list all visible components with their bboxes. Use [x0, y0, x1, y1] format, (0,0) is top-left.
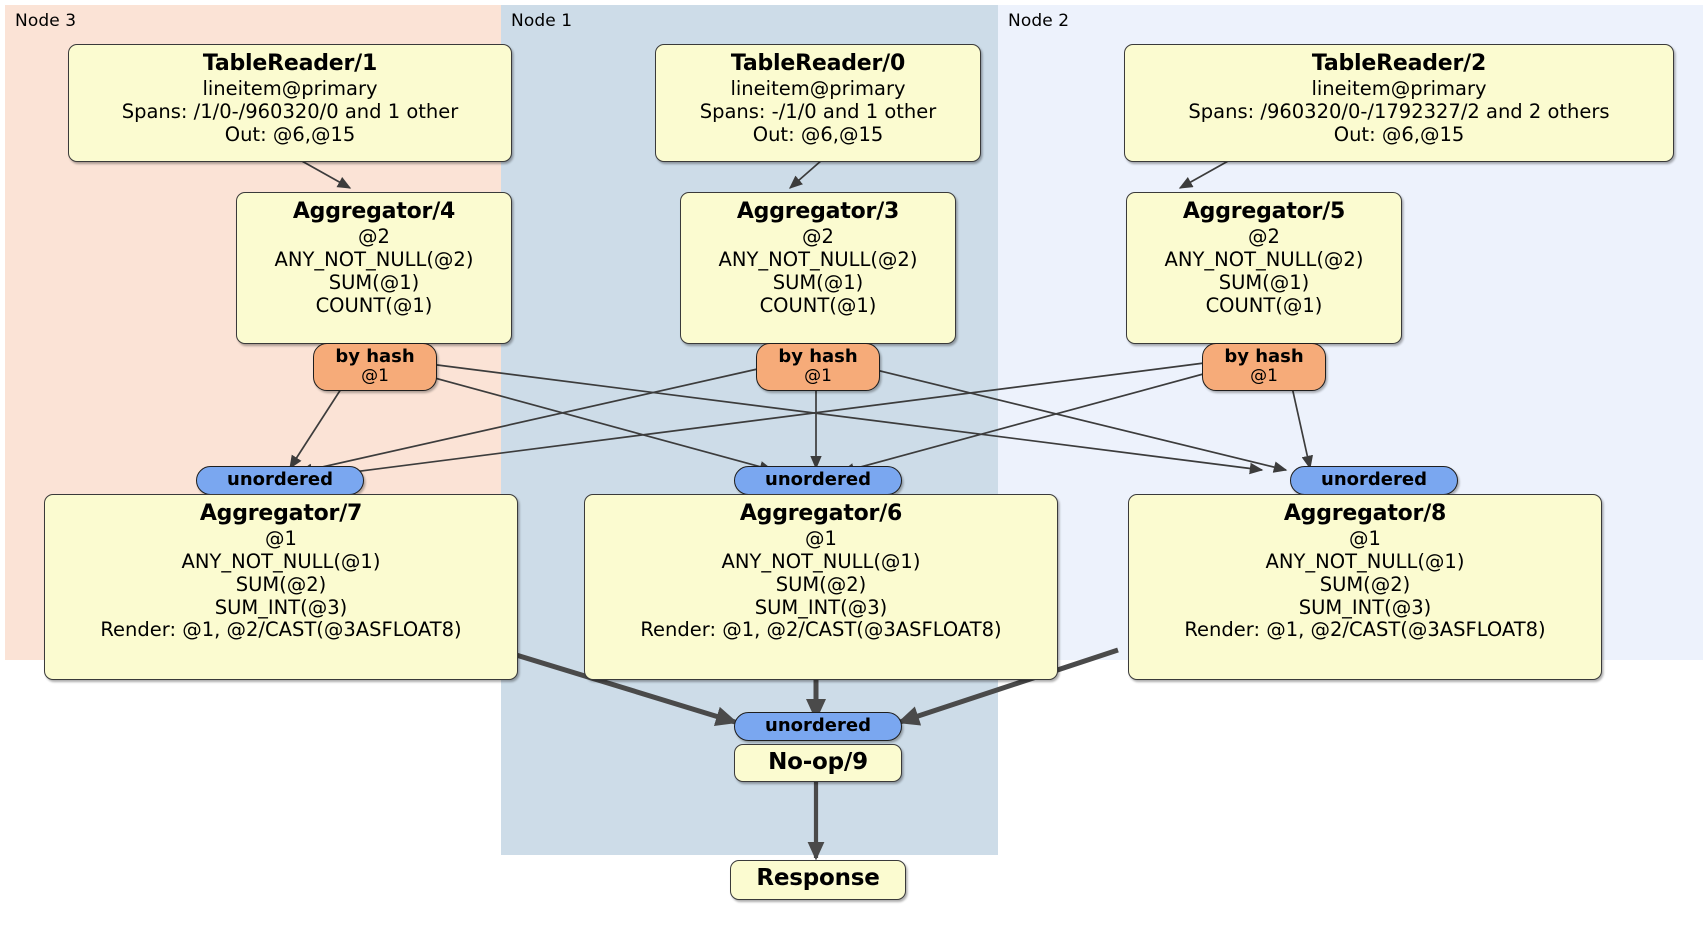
- processor-response[interactable]: Response: [730, 860, 906, 900]
- processor-line-groupcol: @1: [265, 527, 297, 551]
- processor-aggregator-7[interactable]: Aggregator/7 @1 ANY_NOT_NULL(@1) SUM(@2)…: [44, 494, 518, 680]
- router-label: unordered: [765, 469, 871, 490]
- processor-title: Aggregator/8: [1283, 501, 1447, 526]
- processor-line-agg1: ANY_NOT_NULL(@1): [721, 549, 921, 573]
- processor-noop-9[interactable]: No-op/9: [734, 744, 902, 782]
- processor-line-agg3: SUM_INT(@3): [754, 595, 888, 619]
- processor-line-agg1: ANY_NOT_NULL(@1): [181, 549, 381, 573]
- processor-line-agg2: SUM(@2): [1319, 572, 1411, 596]
- router-by-hash-aggregator4[interactable]: by hash @1: [313, 343, 437, 392]
- processor-title: Response: [756, 865, 880, 891]
- processor-line-agg3: COUNT(@1): [315, 293, 433, 317]
- router-label: by hash: [335, 346, 415, 367]
- processor-line-spans: Spans: /960320/0-/1792327/2 and 2 others: [1188, 99, 1610, 123]
- processor-title: TableReader/1: [202, 51, 378, 76]
- processor-line-spans: Spans: -/1/0 and 1 other: [699, 99, 937, 123]
- router-label: by hash: [778, 346, 858, 367]
- processor-tablereader-0[interactable]: TableReader/0 lineitem@primary Spans: -/…: [655, 44, 981, 162]
- router-unordered-aggregator8[interactable]: unordered: [1290, 466, 1458, 496]
- router-detail: @1: [361, 366, 389, 387]
- processor-line-render: Render: @1, @2/CAST(@3ASFLOAT8): [100, 618, 462, 642]
- processor-line-agg3: COUNT(@1): [1205, 293, 1323, 317]
- processor-line-out: Out: @6,@15: [752, 122, 884, 146]
- processor-line-out: Out: @6,@15: [1333, 122, 1465, 146]
- processor-line-render: Render: @1, @2/CAST(@3ASFLOAT8): [1184, 618, 1546, 642]
- processor-line-groupcol: @2: [358, 225, 390, 249]
- processor-line-agg3: COUNT(@1): [759, 293, 877, 317]
- processor-line-groupcol: @2: [802, 225, 834, 249]
- processor-line-table: lineitem@primary: [730, 77, 906, 101]
- processor-line-groupcol: @2: [1248, 225, 1280, 249]
- node-panel-label-node2: Node 2: [1008, 11, 1070, 31]
- router-unordered-aggregator6[interactable]: unordered: [734, 466, 902, 496]
- processor-aggregator-5[interactable]: Aggregator/5 @2 ANY_NOT_NULL(@2) SUM(@1)…: [1126, 192, 1402, 344]
- router-unordered-final[interactable]: unordered: [734, 712, 902, 742]
- router-by-hash-aggregator5[interactable]: by hash @1: [1202, 343, 1326, 392]
- router-label: by hash: [1224, 346, 1304, 367]
- processor-line-agg2: SUM(@1): [772, 270, 864, 294]
- processor-title: Aggregator/6: [739, 501, 903, 526]
- router-label: unordered: [1321, 469, 1427, 490]
- processor-line-agg2: SUM(@2): [775, 572, 867, 596]
- processor-line-spans: Spans: /1/0-/960320/0 and 1 other: [121, 99, 459, 123]
- processor-line-table: lineitem@primary: [202, 77, 378, 101]
- processor-aggregator-8[interactable]: Aggregator/8 @1 ANY_NOT_NULL(@1) SUM(@2)…: [1128, 494, 1602, 680]
- processor-line-agg1: ANY_NOT_NULL(@1): [1265, 549, 1465, 573]
- processor-title: TableReader/2: [1311, 51, 1487, 76]
- processor-line-agg3: SUM_INT(@3): [1298, 595, 1432, 619]
- processor-title: Aggregator/5: [1182, 199, 1346, 224]
- router-label: unordered: [765, 715, 871, 736]
- router-unordered-aggregator7[interactable]: unordered: [196, 466, 364, 496]
- processor-line-groupcol: @1: [805, 527, 837, 551]
- node-panel-label-node3: Node 3: [15, 11, 77, 31]
- processor-line-agg2: SUM(@2): [235, 572, 327, 596]
- processor-line-agg1: ANY_NOT_NULL(@2): [718, 247, 918, 271]
- processor-tablereader-2[interactable]: TableReader/2 lineitem@primary Spans: /9…: [1124, 44, 1674, 162]
- processor-line-agg1: ANY_NOT_NULL(@2): [1164, 247, 1364, 271]
- processor-line-agg3: SUM_INT(@3): [214, 595, 348, 619]
- processor-line-render: Render: @1, @2/CAST(@3ASFLOAT8): [640, 618, 1002, 642]
- router-detail: @1: [1250, 366, 1278, 387]
- processor-line-agg2: SUM(@1): [1218, 270, 1310, 294]
- processor-tablereader-1[interactable]: TableReader/1 lineitem@primary Spans: /1…: [68, 44, 512, 162]
- processor-title: No-op/9: [768, 749, 868, 775]
- processor-title: TableReader/0: [730, 51, 906, 76]
- processor-line-out: Out: @6,@15: [224, 122, 356, 146]
- router-label: unordered: [227, 469, 333, 490]
- router-by-hash-aggregator3[interactable]: by hash @1: [756, 343, 880, 392]
- router-detail: @1: [804, 366, 832, 387]
- processor-title: Aggregator/4: [292, 199, 456, 224]
- processor-line-agg2: SUM(@1): [328, 270, 420, 294]
- processor-aggregator-3[interactable]: Aggregator/3 @2 ANY_NOT_NULL(@2) SUM(@1)…: [680, 192, 956, 344]
- processor-line-table: lineitem@primary: [1311, 77, 1487, 101]
- node-panel-label-node1: Node 1: [511, 11, 573, 31]
- processor-aggregator-6[interactable]: Aggregator/6 @1 ANY_NOT_NULL(@1) SUM(@2)…: [584, 494, 1058, 680]
- processor-title: Aggregator/7: [199, 501, 363, 526]
- processor-title: Aggregator/3: [736, 199, 900, 224]
- processor-aggregator-4[interactable]: Aggregator/4 @2 ANY_NOT_NULL(@2) SUM(@1)…: [236, 192, 512, 344]
- processor-line-groupcol: @1: [1349, 527, 1381, 551]
- processor-line-agg1: ANY_NOT_NULL(@2): [274, 247, 474, 271]
